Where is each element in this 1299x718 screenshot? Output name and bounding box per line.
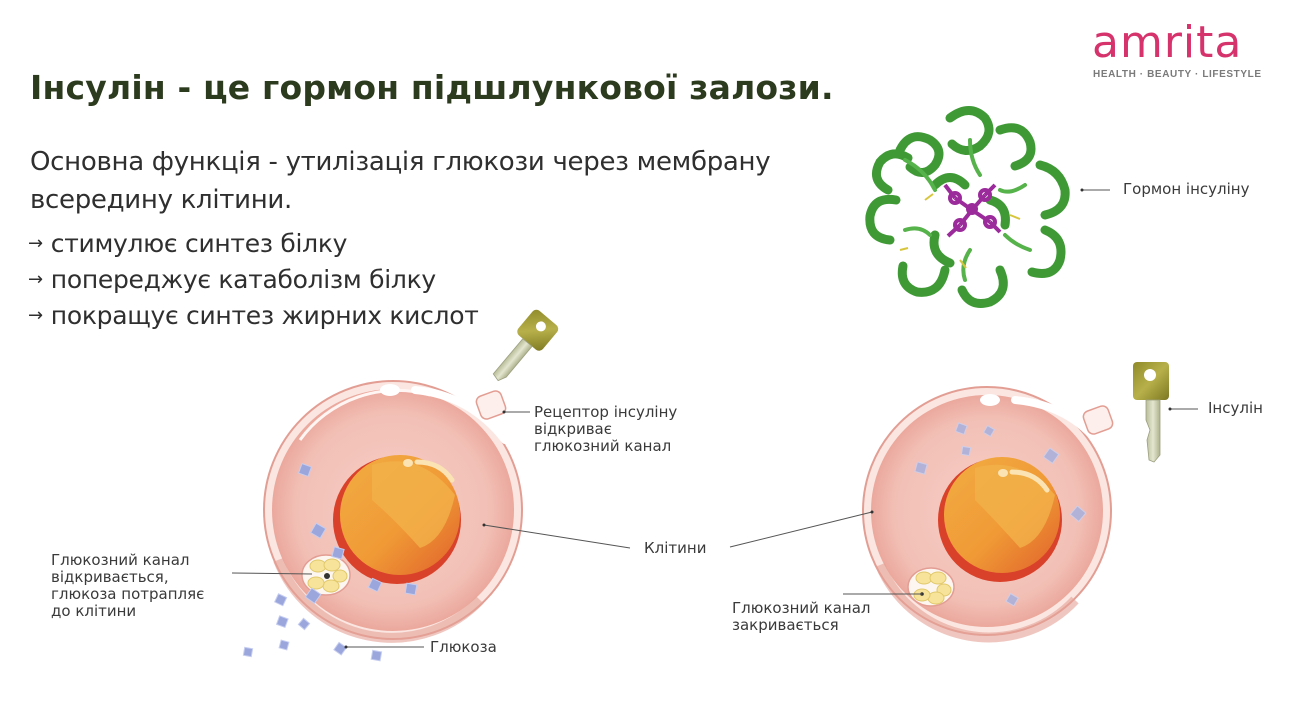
glucose-channel-closed-icon bbox=[907, 567, 955, 607]
label-insulin-hormone: Гормон інсуліну bbox=[1123, 180, 1250, 198]
label-glucose: Глюкоза bbox=[430, 638, 497, 656]
glucose-channel-open-icon bbox=[301, 554, 351, 596]
bullet-item: →покращує синтез жирних кислот bbox=[28, 301, 479, 330]
glucose-molecules-icon bbox=[914, 422, 1087, 607]
arrow-right-icon: → bbox=[28, 305, 43, 326]
label-receptor: Рецептор інсуліну відкриває глюкозний ка… bbox=[534, 403, 678, 455]
label-cells: Клітини bbox=[644, 539, 707, 557]
label-channel-closed: Глюкозний канал закривається bbox=[732, 599, 871, 634]
arrow-right-icon: → bbox=[28, 269, 43, 290]
function-bullet-list: →стимулює синтез білку →попереджує катаб… bbox=[28, 226, 479, 334]
insulin-key-icon bbox=[492, 309, 559, 382]
cell-left-icon bbox=[242, 380, 523, 662]
zinc-atom-icon bbox=[966, 203, 978, 215]
cell-right-icon bbox=[862, 386, 1114, 643]
label-insulin: Інсулін bbox=[1208, 399, 1263, 417]
receptor-icon bbox=[475, 390, 507, 420]
label-channel-open: Глюкозний канал відкривається, глюкоза п… bbox=[51, 551, 205, 620]
brand-tagline: HEALTH · BEAUTY · LIFESTYLE bbox=[1093, 69, 1262, 80]
insulin-hexamer-icon bbox=[865, 106, 1070, 308]
arrow-right-icon: → bbox=[28, 233, 43, 254]
bullet-item: →попереджує катаболізм білку bbox=[28, 265, 436, 294]
glucose-molecules-icon bbox=[242, 462, 418, 662]
bullet-item: →стимулює синтез білку bbox=[28, 229, 348, 258]
slide-title: Інсулін - це гормон підшлункової залози. bbox=[30, 68, 834, 107]
slide-lead-text: Основна функція - утилізація глюкози чер… bbox=[30, 147, 771, 215]
receptor-icon bbox=[1082, 405, 1114, 435]
insulin-key-upright-icon bbox=[1133, 362, 1169, 463]
brand-logo: amrita bbox=[1092, 17, 1243, 68]
